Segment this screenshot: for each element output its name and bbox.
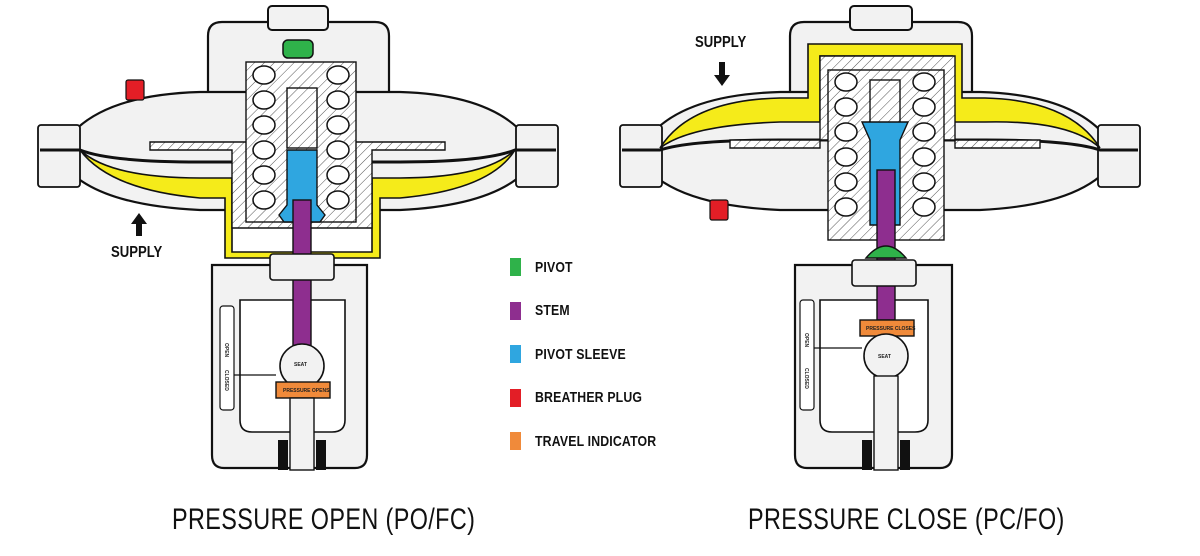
supply-label-left: SUPPLY <box>111 244 163 261</box>
bottom-guide-left <box>278 440 288 470</box>
scale-open: OPEN <box>223 343 229 358</box>
actuator-pressure-open: SEAT PRESSURE OPENS OPEN CLOSED <box>37 5 559 471</box>
stem-swatch-icon <box>510 301 521 320</box>
supply-arrow-up <box>131 213 147 236</box>
right-flange <box>515 124 559 188</box>
pivot <box>864 245 908 259</box>
breather-plug <box>709 199 729 221</box>
lower-rod <box>289 397 315 471</box>
travel-indicator-label: PRESSURE CLOSES <box>866 326 916 332</box>
diaphragm <box>40 148 556 164</box>
supply-label-right: SUPPLY <box>695 34 747 51</box>
spring <box>834 72 936 217</box>
caption-pressure-open: PRESSURE OPEN (PO/FC) <box>172 503 476 536</box>
bottom-guide-right <box>900 440 910 470</box>
legend-label: PIVOT <box>535 258 573 276</box>
scale-closed: CLOSED <box>223 370 229 391</box>
pressure-chamber <box>659 43 1101 149</box>
travel-scale <box>799 299 815 411</box>
legend-item-breather-plug: BREATHER PLUG <box>510 388 730 407</box>
legend-item-stem: STEM <box>510 301 730 320</box>
legend-item-pivot: PIVOT <box>510 258 730 276</box>
legend-item-travel-indicator: TRAVEL INDICATOR <box>510 432 730 450</box>
spring <box>252 65 350 210</box>
left-flange <box>37 124 81 188</box>
legend-label: BREATHER PLUG <box>535 389 643 406</box>
top-cap <box>267 5 329 31</box>
legend: PIVOT STEM PIVOT SLEEVE BREATHER PLUG TR… <box>510 258 730 476</box>
actuator-pressure-close: PRESSURE CLOSES SEAT OPEN CLOSED <box>619 5 1141 471</box>
travel-indicator-swatch-icon <box>510 432 521 450</box>
lower-rod <box>873 375 899 471</box>
travel-scale <box>219 305 235 411</box>
pivot-sleeve-swatch-icon <box>510 345 521 363</box>
scale-open: OPEN <box>803 333 809 348</box>
legend-label: STEM <box>535 302 570 319</box>
travel-indicator-label: PRESSURE OPENS <box>283 388 330 394</box>
lower-neck <box>851 259 917 287</box>
bottom-guide-right <box>316 440 326 470</box>
right-flange <box>1097 124 1141 188</box>
left-flange <box>619 124 663 188</box>
stem <box>876 169 896 321</box>
legend-label: TRAVEL INDICATOR <box>535 432 657 450</box>
breather-plug-swatch-icon <box>510 388 521 407</box>
bottom-guide-left <box>862 440 872 470</box>
scale-closed: CLOSED <box>803 368 809 389</box>
breather-plug <box>125 79 145 101</box>
caption-pressure-close: PRESSURE CLOSE (PC/FO) <box>748 503 1065 536</box>
legend-item-pivot-sleeve: PIVOT SLEEVE <box>510 345 730 363</box>
pivot-swatch-icon <box>510 258 521 276</box>
supply-arrow-down <box>714 62 730 86</box>
top-cap <box>849 5 913 31</box>
center-column <box>286 87 318 149</box>
pivot <box>282 39 314 59</box>
seat-label: SEAT <box>294 362 307 368</box>
seat-label: SEAT <box>878 354 891 360</box>
lower-neck <box>269 253 335 281</box>
pivot-sleeve <box>278 149 326 223</box>
legend-label: PIVOT SLEEVE <box>535 345 626 363</box>
